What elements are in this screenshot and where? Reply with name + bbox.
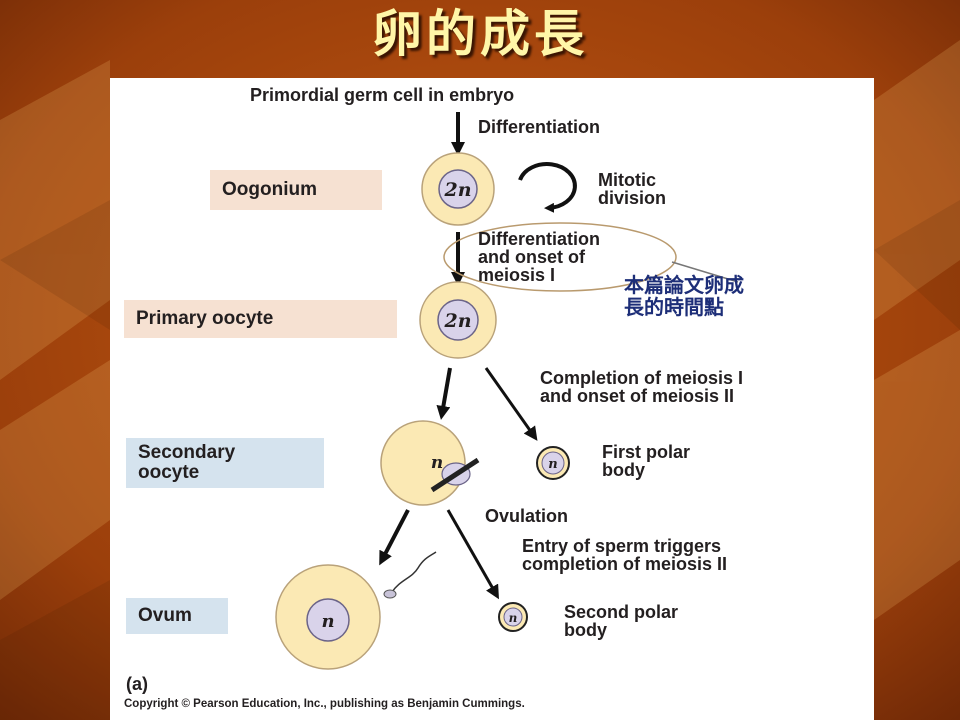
oogonium-ploidy: 2n [443,179,471,201]
callout-annotation: 本篇論文卵成 長的時間點 [624,273,744,319]
second-polar-body-ploidy: n [509,611,518,625]
first-polar-body-label: First polar body [602,442,691,480]
callout-ellipse [443,222,677,292]
first-polar-body-ploidy: n [548,457,557,472]
stage-box-secondary-oocyte: Secondary oocyte [126,438,324,488]
oogonium-cell: 2n [421,152,495,226]
stage-box-primary-oocyte: Primary oocyte [124,300,397,338]
mitotic-division-label: Mitotic division [598,170,667,208]
ovum-cell: n [275,551,437,670]
arrow-to-second-polar-body [446,509,499,600]
first-polar-body-cell: n [536,446,570,480]
secondary-oocyte-ploidy: n [431,453,443,473]
sperm-head [383,589,397,599]
arrow-to-secondary-oocyte [436,367,452,420]
arrow-to-ovum [379,509,410,566]
secondary-oocyte-cell: n [380,420,480,506]
mitotic-cycle-arrow [518,162,577,213]
slide-title: 卵的成長 [372,5,588,63]
differentiation-label: Differentiation [478,117,601,137]
second-polar-body-cell: n [498,602,528,632]
callout-pointer [671,261,739,283]
meiosis-completion-label: Completion of meiosis I and onset of mei… [540,368,744,406]
ovum-ploidy: n [321,611,334,632]
primordial-germ-cell-label: Primordial germ cell in embryo [250,85,515,105]
second-polar-body-label: Second polar body [564,602,679,640]
ovulation-label: Ovulation [485,506,569,526]
panel-letter: (a) [126,674,148,694]
arrow-to-first-polar-body [484,367,538,441]
stage-box-ovum: Ovum [126,598,228,634]
primary-oocyte-cell: 2n [419,281,497,359]
sperm-entry-label: Entry of sperm triggers completion of me… [522,536,728,574]
copyright-notice: Copyright © Pearson Education, Inc., pub… [124,698,525,710]
meiosis-onset-label: Differentiation and onset of meiosis I [478,229,601,285]
primary-oocyte-ploidy: 2n [443,310,471,332]
stage-box-oogonium: Oogonium [210,170,382,210]
sperm-tail [391,551,437,593]
